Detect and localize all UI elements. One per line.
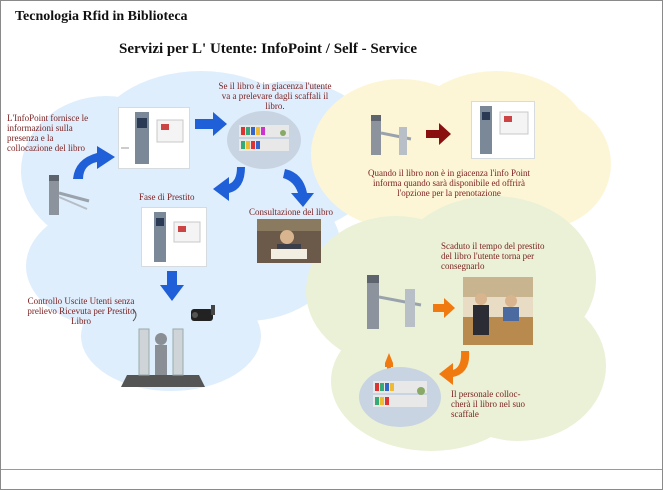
label-consultazione: Consultazione del libro (249, 207, 333, 217)
infopoint-kiosk-icon (118, 107, 190, 169)
page-subtitle: Servizi per L' Utente: InfoPoint / Self … (119, 41, 417, 57)
arrow-prestito-to-controllo (160, 271, 184, 301)
arrow-shelves-to-gate (385, 353, 393, 369)
library-shelves-icon (227, 111, 301, 169)
antitheft-gate-icon (121, 308, 205, 387)
prestito-kiosk-icon (141, 207, 207, 267)
library-shelves-2-icon (359, 367, 441, 427)
arrow-gate-to-kiosk-red (426, 123, 451, 145)
label-controllo: Controllo Uscite Utenti senza prelievo R… (27, 296, 135, 326)
page-title: Tecnologia Rfid in Biblioteca (15, 9, 188, 24)
turnstile-gate-3-icon (367, 275, 422, 329)
label-giacenza: Se il libro è in giacenza l'utente va a … (218, 81, 332, 111)
arrow-shelves-to-consultazione (283, 169, 314, 207)
turnstile-gate-2-icon (371, 115, 412, 155)
arrow-counter-to-shelves (439, 351, 470, 385)
library-counter-photo (463, 277, 533, 345)
footer-divider (1, 469, 662, 470)
label-prestito: Fase di Prestito (139, 192, 195, 202)
security-camera-icon (191, 305, 215, 321)
turnstile-gate-icon (49, 175, 90, 215)
arrow-kiosk-to-shelves (195, 112, 227, 136)
label-personale: Il personale colloc- cherà il libro nel … (451, 389, 525, 419)
label-infopoint: L'InfoPoint fornisce le informazioni sul… (7, 113, 89, 153)
label-scaduto: Scaduto il tempo del prestito del libro … (441, 241, 545, 271)
arrow-gate-to-counter (433, 298, 455, 318)
label-prenotazione: Quando il libro non è in giacenza l'info… (367, 168, 531, 198)
arrow-gate-to-kiosk (73, 146, 115, 179)
arrow-shelves-to-prestito (213, 167, 245, 201)
infopoint-kiosk-3-icon (471, 101, 535, 159)
reading-person-photo (257, 219, 321, 263)
